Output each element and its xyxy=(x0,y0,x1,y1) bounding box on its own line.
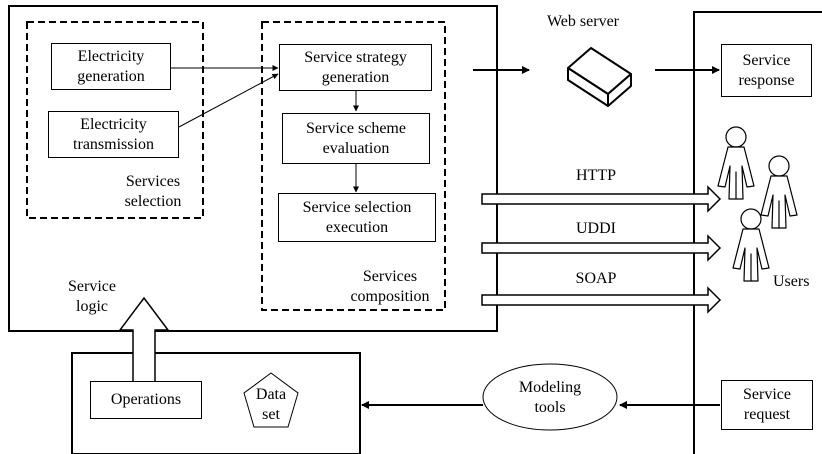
service-logic-arrow xyxy=(118,296,170,385)
modeling-tools-ellipse xyxy=(482,363,618,431)
service-selection-box: Service selection execution xyxy=(278,193,436,242)
users-region-border xyxy=(693,11,822,454)
operations-box: Operations xyxy=(90,381,202,419)
arrow-transmission-to-strategy xyxy=(178,73,279,128)
service-response-label: Service response xyxy=(738,51,795,89)
data-set-shape xyxy=(243,372,299,428)
web-server-label: Web server xyxy=(546,13,619,30)
services-selection-group xyxy=(26,21,204,219)
main-system-box xyxy=(8,5,498,332)
services-composition-label: Services composition xyxy=(350,268,430,305)
modeling-tools-label: Modeling tools xyxy=(518,379,582,416)
service-request-label: Service request xyxy=(743,386,791,423)
bottom-data-box xyxy=(71,352,361,454)
http-label: HTTP xyxy=(576,167,616,184)
users-label: Users xyxy=(773,273,810,290)
http-arrow xyxy=(481,185,722,213)
web-server-icon xyxy=(567,47,632,107)
service-logic-label: Service logic xyxy=(68,278,116,315)
service-response-box: Service response xyxy=(721,44,812,97)
service-selection-label: Service selection execution xyxy=(302,198,412,236)
electricity-transmission-box: Electricity transmission xyxy=(48,111,179,158)
electricity-generation-box: Electricity generation xyxy=(51,43,171,90)
soap-label: SOAP xyxy=(575,270,617,287)
services-composition-group xyxy=(261,21,446,311)
service-strategy-box: Service strategy generation xyxy=(279,44,432,91)
uddi-arrow xyxy=(481,234,722,262)
electricity-transmission-label: Electricity transmission xyxy=(73,115,154,153)
user-figure-icon xyxy=(717,126,755,200)
operations-label: Operations xyxy=(110,391,182,408)
service-strategy-label: Service strategy generation xyxy=(304,48,407,86)
services-selection-label: Services selection xyxy=(124,173,182,210)
user-figure-icon xyxy=(760,155,798,229)
service-scheme-box: Service scheme evaluation xyxy=(282,113,430,164)
service-scheme-label: Service scheme evaluation xyxy=(306,119,406,157)
uddi-label: UDDI xyxy=(576,220,616,237)
electricity-generation-label: Electricity generation xyxy=(77,47,145,85)
user-figure-icon xyxy=(732,208,770,282)
data-set-label: Data set xyxy=(255,386,287,423)
service-request-box: Service request xyxy=(721,380,813,430)
soap-arrow xyxy=(481,286,722,314)
